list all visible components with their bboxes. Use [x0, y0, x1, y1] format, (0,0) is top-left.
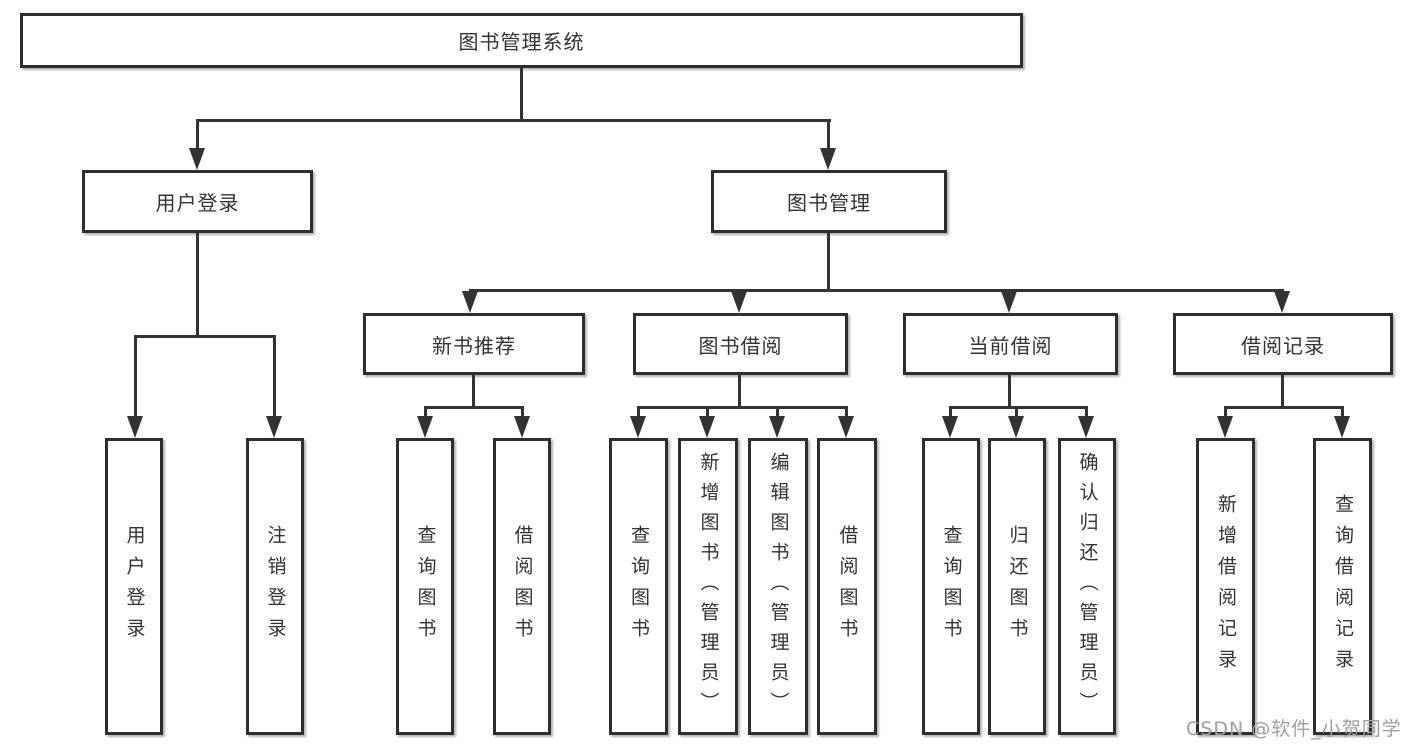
connector-to-leaf-return-book [1015, 406, 1018, 418]
leaf-query-book-rec-label: 查询图书 [414, 524, 437, 649]
arrowhead-book-borrow [731, 291, 747, 313]
leaf-user-login-label: 用户登录 [123, 524, 146, 649]
node-book-borrow: 图书借阅 [633, 313, 848, 375]
connector-to-leaf-query-book-rec [424, 406, 427, 418]
connector-to-leaf-borrow-book-borrow [845, 406, 848, 418]
connector-book-borrow-stem [738, 375, 741, 409]
connector-user-login-stem [196, 233, 199, 338]
connector-new-book-rec-bus [424, 406, 524, 409]
leaf-logout-label: 注销登录 [264, 524, 287, 649]
leaf-query-book-borrow: 查询图书 [609, 438, 668, 735]
connector-current-borrow-bus [949, 406, 1088, 409]
leaf-borrow-book-rec: 借阅图书 [493, 438, 551, 735]
arrowhead-leaf-query-book-borrow [630, 416, 646, 438]
leaf-query-book-current: 查询图书 [922, 438, 980, 735]
arrowhead-leaf-user-login [127, 416, 143, 438]
leaf-edit-book-admin: 编辑图书（管理员） [748, 438, 808, 735]
connector-book-mgmt-stem [827, 233, 830, 292]
node-borrow-records: 借阅记录 [1173, 313, 1393, 375]
connector-user-login-bus [134, 335, 276, 338]
connector-to-leaf-query-book-current [949, 406, 952, 418]
arrowhead-leaf-edit-book [769, 416, 785, 438]
node-user-login-label: 用户登录 [155, 191, 240, 215]
connector-to-leaf-add-book [706, 406, 709, 418]
node-user-login: 用户登录 [82, 170, 313, 233]
leaf-logout: 注销登录 [246, 438, 304, 735]
connector-borrow-records-bus [1224, 406, 1344, 409]
node-borrow-records-label: 借阅记录 [1241, 333, 1325, 358]
connector-root-bus [196, 119, 831, 122]
arrowhead-leaf-query-book-rec [417, 416, 433, 438]
arrowhead-current-borrow [1001, 291, 1017, 313]
connector-to-leaf-user-login [134, 335, 137, 416]
node-book-borrow-label: 图书借阅 [698, 333, 783, 358]
leaf-user-login: 用户登录 [105, 438, 163, 735]
arrowhead-leaf-borrow-book-borrow [838, 416, 854, 438]
node-root: 图书管理系统 [20, 13, 1023, 68]
node-current-borrow: 当前借阅 [903, 313, 1118, 375]
leaf-confirm-return-admin-label: 确认归还（管理员） [1076, 451, 1099, 722]
leaf-query-borrow-record: 查询借阅记录 [1313, 438, 1372, 735]
connector-current-borrow-stem [1008, 375, 1011, 409]
connector-root-stem [520, 68, 523, 120]
connector-book-mgmt-bus [469, 289, 1284, 292]
leaf-borrow-book-borrow: 借阅图书 [817, 438, 877, 735]
arrowhead-leaf-add-record [1217, 416, 1233, 438]
leaf-query-book-rec: 查询图书 [396, 438, 454, 735]
leaf-add-book-admin-label: 新增图书（管理员） [697, 451, 720, 722]
arrowhead-borrow-records [1274, 291, 1290, 313]
connector-to-leaf-edit-book [776, 406, 779, 418]
arrowhead-leaf-add-book [699, 416, 715, 438]
connector-borrow-records-stem [1281, 375, 1284, 409]
node-book-mgmt-label: 图书管理 [787, 191, 871, 215]
connector-to-leaf-query-book-borrow [637, 406, 640, 418]
leaf-query-borrow-record-label: 查询借阅记录 [1332, 493, 1354, 680]
leaf-query-book-current-label: 查询图书 [940, 524, 963, 649]
leaf-add-borrow-record-label: 新增借阅记录 [1215, 493, 1237, 680]
arrowhead-new-book-rec [462, 291, 478, 313]
leaf-query-book-borrow-label: 查询图书 [628, 524, 650, 649]
connector-to-leaf-add-record [1224, 406, 1227, 418]
connector-book-borrow-bus [637, 406, 848, 409]
node-current-borrow-label: 当前借阅 [968, 333, 1053, 358]
leaf-confirm-return-admin: 确认归还（管理员） [1058, 438, 1116, 735]
connector-to-leaf-confirm-return [1085, 406, 1088, 418]
arrowhead-leaf-logout [266, 416, 282, 438]
node-new-book-rec-label: 新书推荐 [432, 333, 516, 358]
connector-to-user-login [196, 119, 199, 150]
connector-to-leaf-logout [273, 335, 276, 416]
arrowhead-user-login [189, 148, 205, 170]
arrowhead-leaf-query-book-current [942, 416, 958, 438]
node-root-label: 图书管理系统 [458, 30, 585, 54]
node-new-book-rec: 新书推荐 [363, 313, 585, 375]
arrowhead-leaf-borrow-book-rec [514, 416, 530, 438]
csdn-watermark: CSDN @软件_小贺同学 [1186, 718, 1402, 740]
leaf-add-book-admin: 新增图书（管理员） [678, 438, 738, 735]
connector-to-leaf-borrow-book-rec [521, 406, 524, 418]
node-book-mgmt: 图书管理 [711, 170, 947, 233]
leaf-edit-book-admin-label: 编辑图书（管理员） [767, 451, 790, 722]
leaf-borrow-book-rec-label: 借阅图书 [511, 524, 534, 649]
arrowhead-leaf-return-book [1008, 416, 1024, 438]
arrowhead-leaf-confirm-return [1078, 416, 1094, 438]
connector-to-book-mgmt [827, 119, 830, 150]
leaf-borrow-book-borrow-label: 借阅图书 [836, 524, 859, 649]
leaf-return-book: 归还图书 [988, 438, 1046, 735]
leaf-return-book-label: 归还图书 [1006, 524, 1029, 649]
connector-to-leaf-query-record [1341, 406, 1344, 418]
arrowhead-book-mgmt [820, 148, 836, 170]
leaf-add-borrow-record: 新增借阅记录 [1196, 438, 1255, 735]
arrowhead-leaf-query-record [1334, 416, 1350, 438]
connector-new-book-rec-stem [472, 375, 475, 409]
